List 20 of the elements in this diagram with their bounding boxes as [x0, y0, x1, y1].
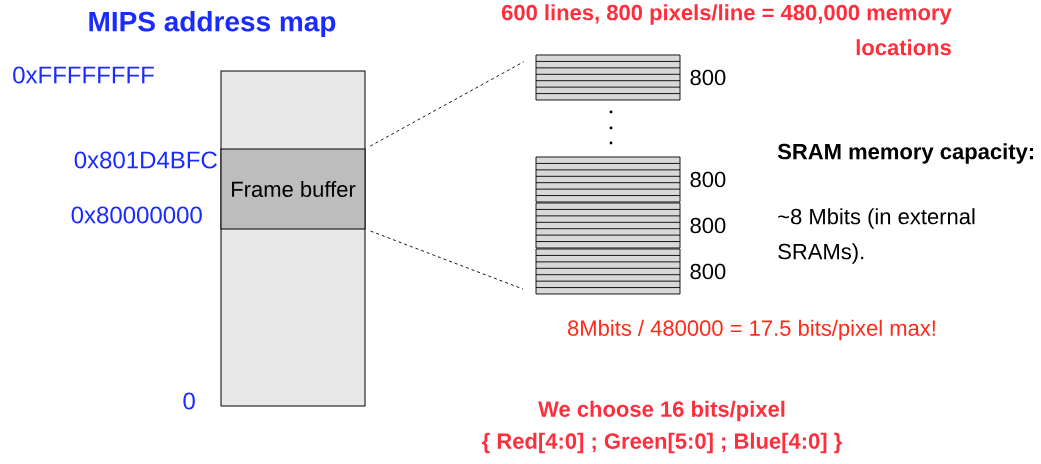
- memory-block: [535, 248, 681, 295]
- leader-line: [370, 230, 524, 290]
- calculation: 8Mbits / 480000 = 17.5 bits/pixel max!: [568, 319, 935, 341]
- note: { Red[4:0] ; Green[5:0] ; Blue[4:0] }: [482, 432, 842, 454]
- row-count: 800: [690, 217, 726, 234]
- title: MIPS address map: [89, 10, 336, 38]
- row-count: 800: [690, 69, 726, 86]
- memory-block: [535, 202, 681, 249]
- note: ~8 Mbits (in external SRAMs).: [778, 208, 975, 264]
- address-label: 0xFFFFFFFF: [13, 66, 154, 84]
- note: We choose 16 bits/pixel: [538, 400, 785, 422]
- memory-block: [535, 54, 681, 101]
- leader-line: [369, 61, 525, 147]
- memory-block: [535, 156, 681, 203]
- address-label: 0: [183, 392, 195, 410]
- frame-buffer-box: Frame buffer: [220, 148, 366, 230]
- note: 600 lines, 800 pixels/line = 480,000 memory locations: [501, 4, 952, 56]
- heading: SRAM memory capacity:: [777, 143, 1033, 164]
- row-count: 800: [690, 263, 726, 280]
- row-count: 800: [690, 171, 726, 188]
